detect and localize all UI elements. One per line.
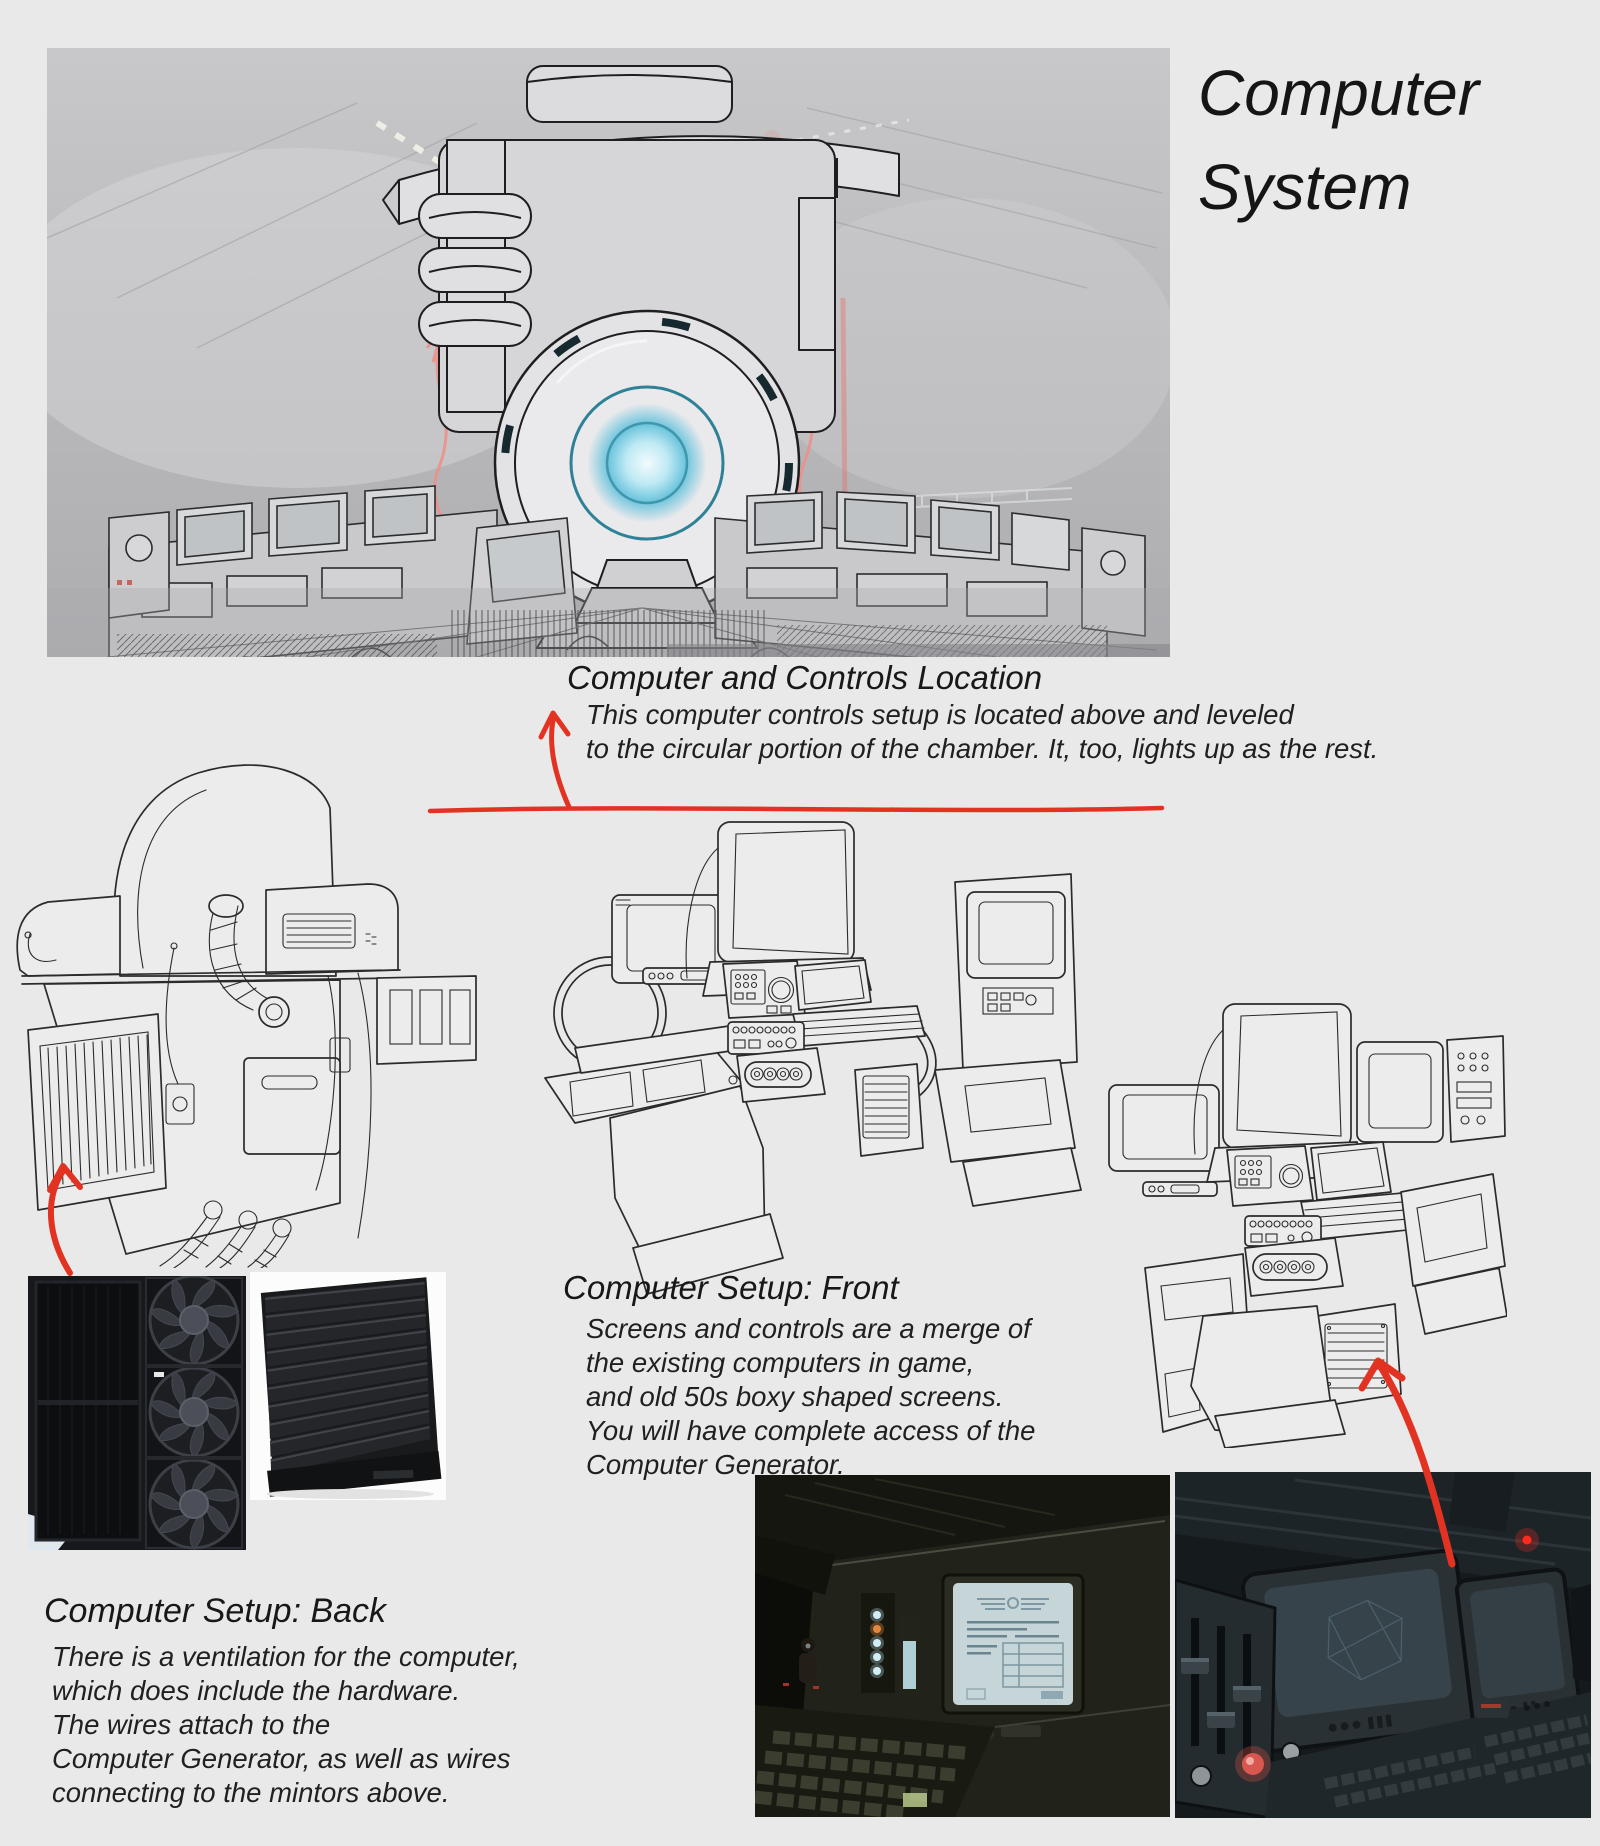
back-body-line: Computer Generator, as well as wires (52, 1743, 511, 1774)
chamber-concept-figure (47, 48, 1170, 657)
retro-terminal-screen-photo (755, 1475, 1170, 1817)
page-title-line-2: System (1198, 151, 1412, 223)
front-body-line: the existing computers in game, (586, 1347, 975, 1378)
pc-case-fans-photo (28, 1276, 246, 1550)
ceiling-lines (47, 102, 1163, 349)
up-arrow-icon (538, 710, 572, 810)
terminal-indicator-buttons (870, 1608, 884, 1678)
location-body-line: to the circular portion of the chamber. … (586, 733, 1379, 764)
retro-terminal-monitors-photo (1175, 1472, 1591, 1818)
section-location-body: This computer controls setup is located … (586, 698, 1378, 766)
console-front-view-figure (544, 821, 1082, 1295)
front-body-line: Computer Generator. (586, 1449, 845, 1480)
dual-crt-monitors (1241, 1549, 1582, 1753)
section-front-heading: Computer Setup: Front (563, 1269, 899, 1306)
section-back-body: There is a ventilation for the computer,… (52, 1640, 520, 1810)
power-outlet-sketch (165, 942, 195, 1125)
back-body-line: There is a ventilation for the computer, (52, 1641, 520, 1672)
front-body-line: You will have complete access of the (586, 1415, 1036, 1446)
section-front-body: Screens and controls are a merge of the … (586, 1312, 1035, 1482)
right-cowl (265, 883, 399, 975)
screen-wing-emblem (977, 1597, 1049, 1610)
section-back-heading: Computer Setup: Back (44, 1592, 387, 1630)
ventilation-grille-sketch (27, 1013, 167, 1211)
ventilation-louver-photo (250, 1272, 446, 1500)
back-body-line: which does include the hardware. (52, 1675, 461, 1706)
console-vent-sketch (862, 1075, 910, 1139)
front-body-line: and old 50s boxy shaped screens. (586, 1381, 1004, 1412)
section-location-heading: Computer and Controls Location (567, 659, 1043, 696)
flex-conduit-sketch (208, 894, 290, 1028)
underline-rule-icon (427, 805, 1165, 814)
page-title-line-1: Computer (1198, 57, 1479, 129)
chamber-floor (47, 588, 1170, 657)
front-body-line: Screens and controls are a merge of (586, 1313, 1031, 1344)
control-console-row (108, 485, 1146, 657)
console-angle-view-figure (1108, 1003, 1507, 1448)
ribbed-tubes-sketch (159, 1200, 292, 1268)
left-cowl (16, 895, 121, 977)
back-body-line: The wires attach to the (52, 1709, 331, 1740)
connector-strip-sketch (728, 1061, 812, 1088)
terminal-crt-screen (953, 1583, 1073, 1705)
console-back-view-figure (16, 764, 477, 1268)
blue-glow-core (587, 403, 707, 523)
back-body-line: connecting to the mintors above. (52, 1777, 450, 1808)
page-title: Computer System (1198, 46, 1588, 234)
location-body-line: This computer controls setup is located … (586, 699, 1294, 730)
